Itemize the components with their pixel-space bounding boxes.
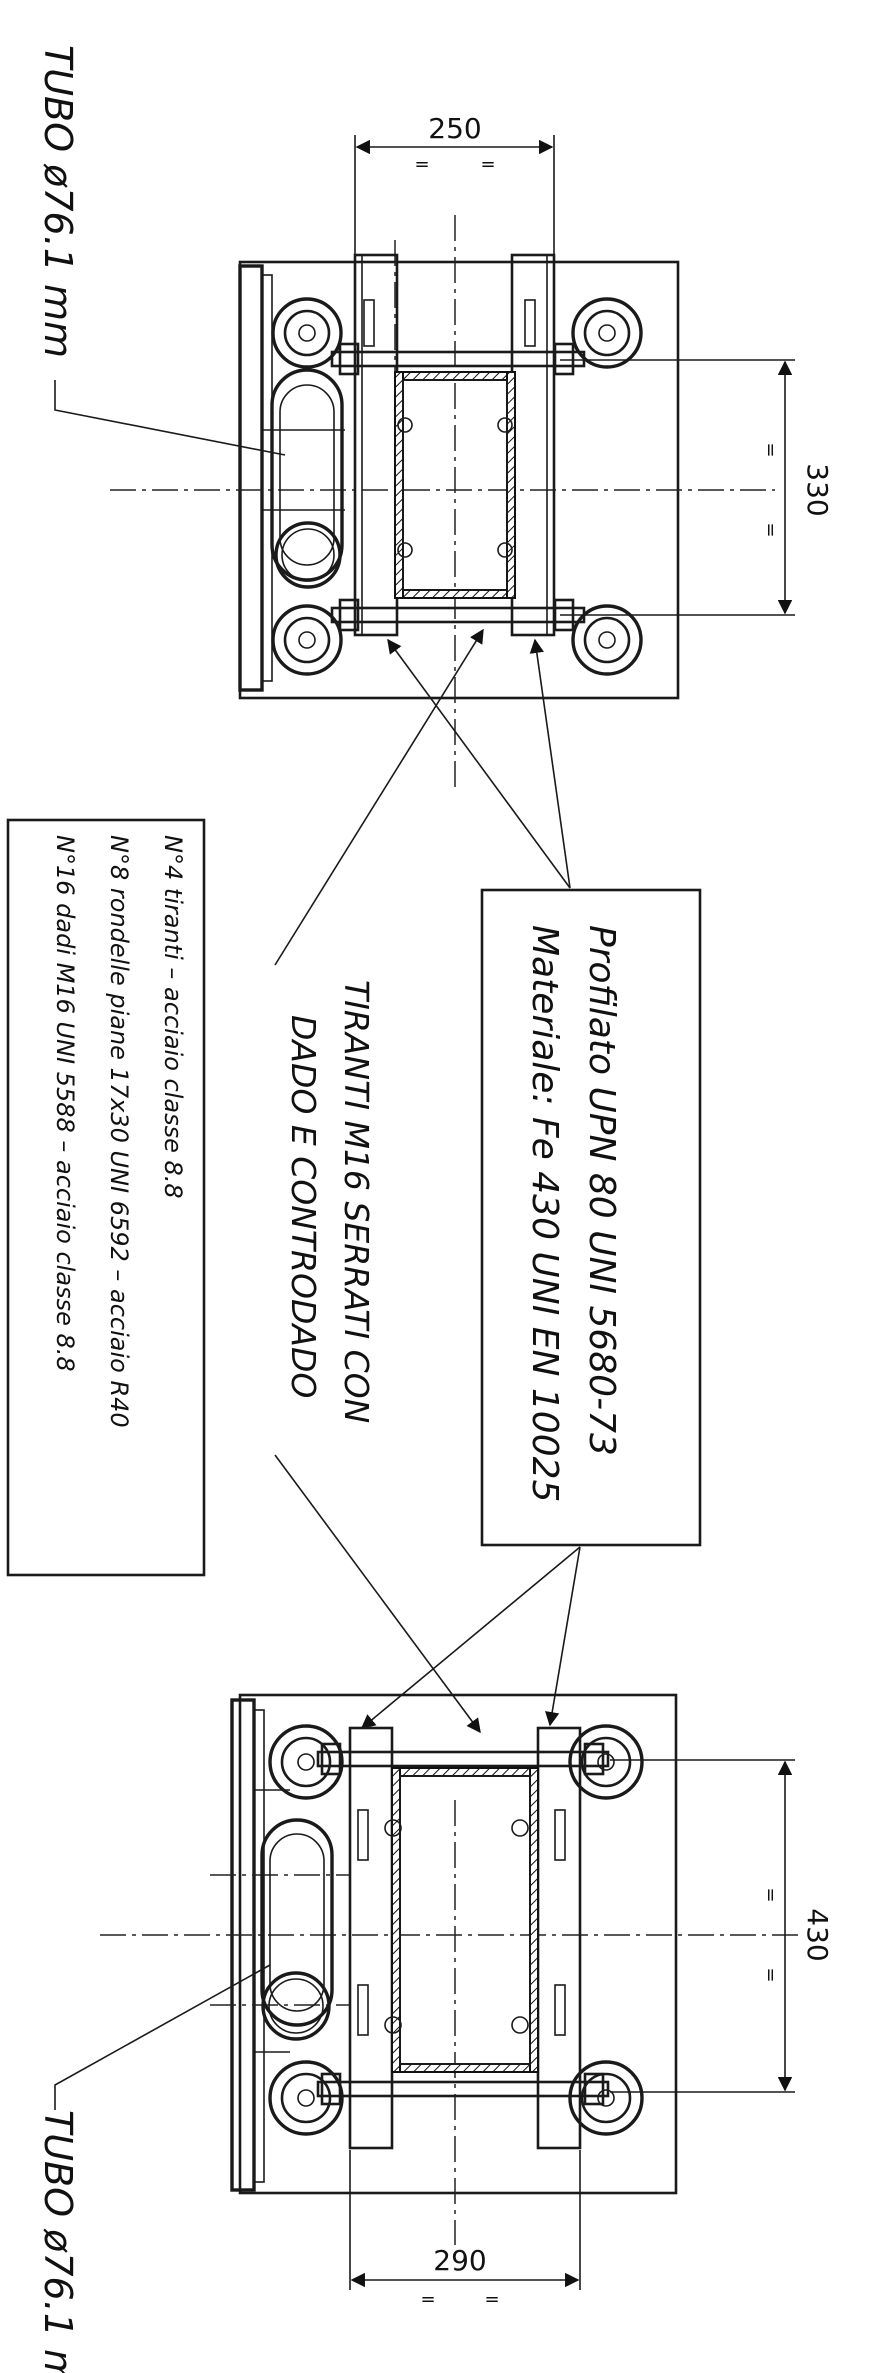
- profile-line-1: Profilato UPN 80 UNI 5680-73: [581, 925, 622, 1456]
- pipe-label-top: TUBO ø76.1 mm: [36, 45, 80, 358]
- top-channel-frame: [394, 371, 516, 599]
- parts-list-item-3: N°16 dadi M16 UNI 5588 – acciaio classe …: [51, 835, 79, 1372]
- top-pipe-assembly: [262, 368, 345, 589]
- bottom-dim-290-label: 290: [433, 2244, 486, 2277]
- bottom-anchor-bolt-2: [568, 1724, 644, 1800]
- bottom-anchor-bolt-4: [568, 2060, 644, 2136]
- svg-text:=: =: [480, 154, 495, 175]
- bottom-dimension-height: 430 = =: [610, 1759, 834, 2093]
- profile-line-2: Materiale: Fe 430 UNI EN 10025: [524, 925, 565, 1502]
- tie-rod-line-2: DADO E CONTRODADO: [284, 1015, 323, 1398]
- svg-text:=: =: [414, 154, 429, 175]
- bottom-tie-rod-upper: [316, 1742, 610, 1776]
- top-assembly-view: 250 = = 330 = =: [54, 112, 834, 790]
- svg-text:=: =: [760, 522, 781, 537]
- bottom-pipe-leader: [54, 1964, 271, 2110]
- bottom-back-plate: [230, 1698, 256, 2192]
- parts-list-box: N°4 tiranti – acciaio classe 8.8 N°8 ron…: [6, 818, 206, 1577]
- svg-text:=: =: [760, 442, 781, 457]
- bottom-assembly-view: 430 = = 290 = =: [54, 1693, 834, 2310]
- top-dim-330-label: 330: [801, 463, 834, 516]
- top-anchor-bolt-3: [271, 604, 343, 676]
- top-anchor-bolt-1: [271, 297, 343, 369]
- top-upn-bar-right: [510, 253, 556, 637]
- top-dim-250-label: 250: [428, 112, 481, 145]
- profile-callout: Profilato UPN 80 UNI 5680-73 Materiale: …: [360, 638, 702, 1729]
- bottom-anchor-bolt-3: [268, 2060, 344, 2136]
- svg-text:=: =: [760, 1967, 781, 1982]
- top-pipe-leader: [54, 380, 286, 456]
- svg-text:=: =: [420, 2289, 435, 2310]
- top-anchor-bolt-4: [571, 604, 643, 676]
- parts-list-item-1: N°4 tiranti – acciaio classe 8.8: [159, 835, 187, 1199]
- top-upn-bar-left: [353, 253, 399, 637]
- bottom-tie-rod-lower: [316, 2072, 610, 2106]
- parts-list-item-2: N°8 rondelle piane 17x30 UNI 6592 – acci…: [105, 835, 133, 1428]
- bottom-pipe-assembly: [254, 1789, 334, 2053]
- bottom-base-plate: [238, 1693, 678, 2195]
- bottom-anchor-bolt-1: [268, 1724, 344, 1800]
- bottom-dimension-width: 290 = =: [349, 2150, 581, 2310]
- svg-text:=: =: [484, 2289, 499, 2310]
- tie-rod-line-1: TIRANTI M16 SERRATI CON: [337, 980, 376, 1423]
- top-dimension-height: 330 = =: [560, 359, 834, 616]
- bottom-channel-frame: [384, 1767, 539, 2073]
- bottom-dim-430-label: 430: [801, 1908, 834, 1961]
- svg-text:=: =: [760, 1887, 781, 1902]
- top-back-plate: [238, 264, 264, 692]
- tie-rod-callout: TIRANTI M16 SERRATI CON DADO E CONTRODAD…: [274, 628, 484, 1734]
- top-dimension-width: 250 = =: [354, 112, 555, 255]
- pipe-label-bottom: TUBO ø76.1 mm: [36, 2110, 80, 2373]
- bottom-upn-bar-left: [348, 1726, 394, 2150]
- top-anchor-bolt-2: [571, 297, 643, 369]
